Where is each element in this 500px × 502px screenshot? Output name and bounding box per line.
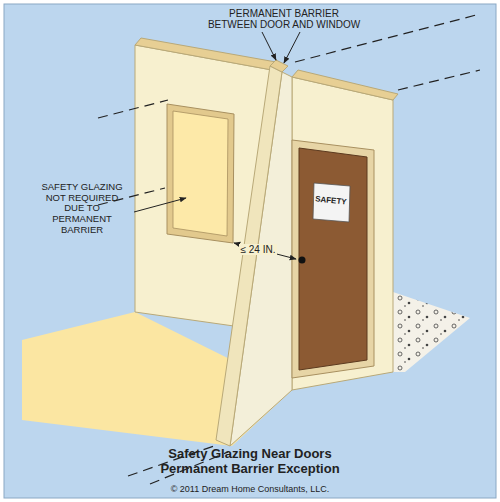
background-panel xyxy=(4,4,496,498)
safety-sign xyxy=(313,183,350,222)
door-wall xyxy=(292,77,393,390)
leader-line xyxy=(262,32,276,60)
exterior-gravel xyxy=(393,292,470,372)
wall-top xyxy=(135,38,276,70)
door xyxy=(299,148,367,370)
copyright-text: © 2011 Dream Home Consultants, LLC. xyxy=(171,484,330,494)
callout-text: PERMANENT BARRIER BETWEEN DOOR AND WINDO… xyxy=(204,8,364,30)
door-frame xyxy=(292,140,374,378)
leader-line xyxy=(284,32,300,63)
callout-text: SAFETY GLAZING NOT REQUIRED DUE TO PERMA… xyxy=(36,182,128,235)
window-frame xyxy=(167,104,234,243)
door-knob xyxy=(299,257,306,264)
diagram-title: Safety Glazing Near Doors Permanent Barr… xyxy=(145,447,355,476)
dimension-label: ≤ 24 IN. xyxy=(239,244,278,255)
window-glass xyxy=(173,111,228,236)
barrier-top xyxy=(270,60,288,72)
dimension-line xyxy=(234,243,296,259)
extension-lines xyxy=(98,14,480,484)
wall-top xyxy=(292,70,398,100)
leader-line xyxy=(134,198,186,212)
